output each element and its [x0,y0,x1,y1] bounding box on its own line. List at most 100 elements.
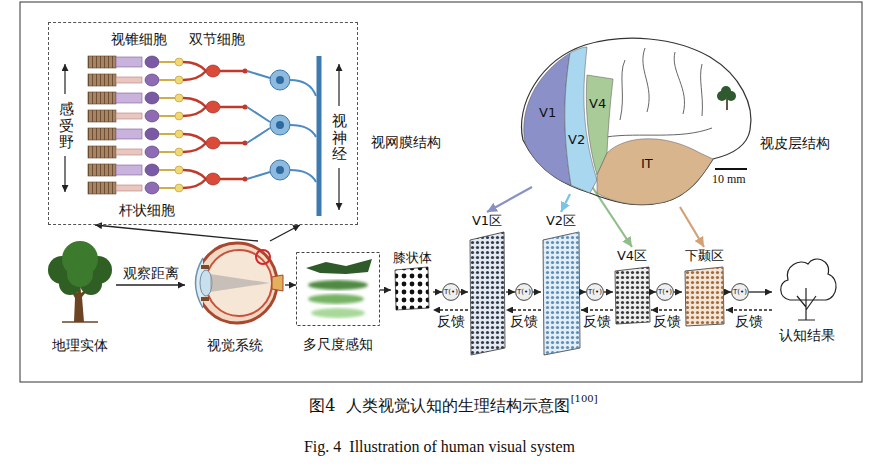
map-layer [308,294,364,304]
flow-arrow [674,291,682,292]
retina-illustration [65,56,339,216]
rod-cell [88,182,183,194]
tree-outline [781,259,836,300]
node-label: 感受野 [59,101,74,151]
node-label: 多尺度感知 [296,336,380,353]
zoom-circle [256,250,270,264]
extent-arrow [64,64,65,94]
feedback-arrow [506,309,541,310]
cone-cell [88,128,183,140]
flow-arrow [285,284,296,285]
scale-bar [715,168,747,170]
edge-label: 反馈 [436,313,466,330]
node-label: T(•) [515,283,533,301]
node-label: 视网膜结构 [371,134,441,151]
node-label: 杆状细胞 [119,202,175,219]
node-label: 地理实体 [44,337,116,354]
transform-circle: T(•) [586,283,604,301]
entity-tree [48,241,112,322]
neuron-plate: V4区 [613,247,651,325]
cortex-region: V2 [562,46,598,194]
transform-circle [732,284,749,301]
ganglion-cell [270,115,290,135]
retina-inset: 视锥细胞双节细胞感受野视神经杆状细胞视网膜结构 [48,22,358,225]
flow-arrow [95,225,258,241]
english-caption: Fig. 4 Illustration of human visual syst… [0,437,879,456]
grid-dots [470,232,505,355]
cone-cell [88,92,183,104]
figure-frame [20,2,862,382]
node-label: T(•) [731,283,749,301]
flow-arrow [581,291,586,292]
transform-circle: T(•) [442,283,460,301]
node-label: V4区 [613,248,651,264]
cortex-region [565,47,597,193]
transform-circle: T(•) [731,283,749,301]
node-label: T(•) [442,283,460,301]
edge-label: 反馈 [582,313,612,330]
light-cone [210,274,270,292]
node-label: 视神经 [332,113,347,163]
iris [201,265,209,269]
tree-icon [726,98,728,110]
ganglion-cell [270,70,290,90]
entity-figure: 地理实体 [44,240,116,355]
flow-arrow [506,291,515,292]
cortex-region [597,139,713,205]
grid-plate [470,232,505,355]
flow-arrow [533,291,541,292]
node-label: 双节细胞 [189,31,245,48]
neuron-plate: 膝状体 [391,250,433,312]
grid-plate [685,267,724,326]
multiscale-box: 多尺度感知 [296,252,380,355]
flow-arrow [460,291,468,292]
eye-illustration [196,243,284,323]
tree-outline [797,288,816,320]
node-label: 视觉系统 [185,337,285,354]
feedback-arrow [726,309,772,310]
node-label: 视锥细胞 [111,31,167,48]
transform-circle: T(•) [515,283,533,301]
ganglion-axon [290,80,316,182]
map-layer [306,259,372,274]
extent-arrow [338,64,339,106]
flow-arrow [726,291,731,292]
flow-arrow [380,289,391,290]
flow-arrow [680,207,704,247]
node-label: 膝状体 [391,250,433,266]
node-label: 认知结果 [772,327,842,344]
flow-arrow [604,291,613,292]
flow-arrow [116,284,185,285]
figure-caption: 图4 人类视觉认知的生理结构示意图 [309,396,569,415]
flow-arrow [433,291,442,292]
bipolar-cell [183,170,248,188]
ganglion-nucleus [276,121,284,129]
optic-nerve [317,56,322,216]
result-figure: 认知结果 [772,255,842,345]
ganglion-cell [270,160,290,180]
grid-dots [395,267,429,310]
optic-nerve [272,275,283,291]
flow-arrow [651,291,656,292]
edge-label: 反馈 [734,313,764,330]
transform-circle [516,284,533,301]
grid-plate [615,267,650,324]
transform-circle [587,284,604,301]
neuron-plate: V2区 [541,212,581,357]
rod-cell [88,74,183,86]
bipolar-cell [183,62,248,80]
feedback-arrow [651,309,682,310]
node-label: IT [641,156,653,172]
grid-plate [543,232,580,355]
edge-label: 观察距离 [122,265,180,282]
flow-arrow [270,225,300,241]
node-label: V1区 [468,213,506,229]
eye-figure: 视觉系统 [185,241,285,355]
rod-cell [88,110,183,122]
transform-circle [443,284,460,301]
ganglion-nucleus [276,166,284,174]
rod-cell [88,146,183,158]
node-label: 下颞区 [682,248,726,264]
bipolar-cell [183,98,248,116]
cortex-outline [522,38,751,204]
